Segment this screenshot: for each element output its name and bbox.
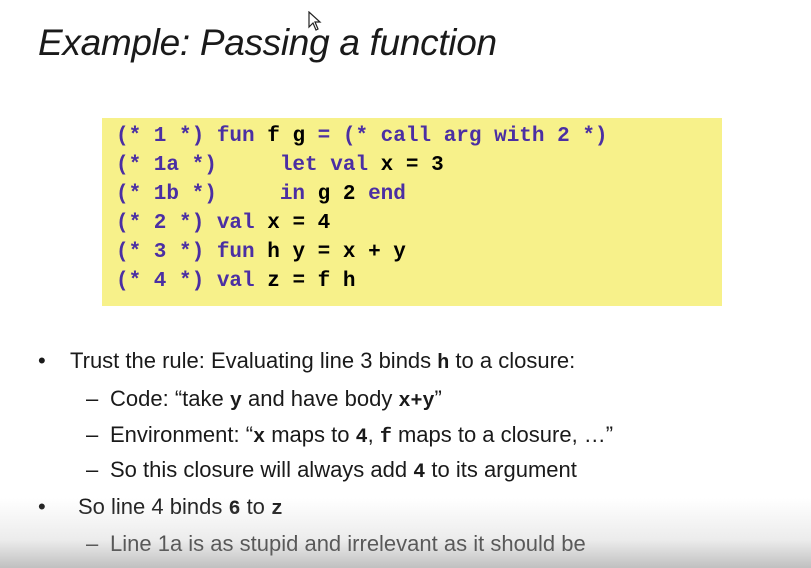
code-line-1a: (* 1a *) let val x = 3 [116,154,444,177]
sub-bullet-environment: –Environment: “x maps to 4, f maps to a … [86,422,614,449]
slide-title: Example: Passing a function [38,22,497,63]
dash-marker: – [86,531,99,556]
sub-bullet-line1a: –Line 1a is as stupid and irrelevant as … [86,531,586,556]
bullet-line4-binds: •So line 4 binds 6 to z [38,494,284,521]
code-line-3: (* 3 *) fun h y = x + y [116,241,406,264]
code-line-4: (* 4 *) val z = f h [116,270,356,293]
mouse-pointer-icon [308,11,322,31]
code-line-1: (* 1 *) fun f g = (* call arg with 2 *) [116,125,608,148]
dash-marker: – [86,457,99,482]
code-line-1b: (* 1b *) in g 2 end [116,183,406,206]
code-block: (* 1 *) fun f g = (* call arg with 2 *) … [102,118,722,306]
bullet-marker: • [38,494,46,519]
bullet-closure-rule: •Trust the rule: Evaluating line 3 binds… [38,348,576,375]
sub-bullet-code: –Code: “take y and have body x+y” [86,386,442,413]
dash-marker: – [86,422,99,447]
code-line-2: (* 2 *) val x = 4 [116,212,331,235]
bullet-marker: • [38,348,46,373]
dash-marker: – [86,386,99,411]
sub-bullet-always-add: –So this closure will always add 4 to it… [86,457,577,484]
